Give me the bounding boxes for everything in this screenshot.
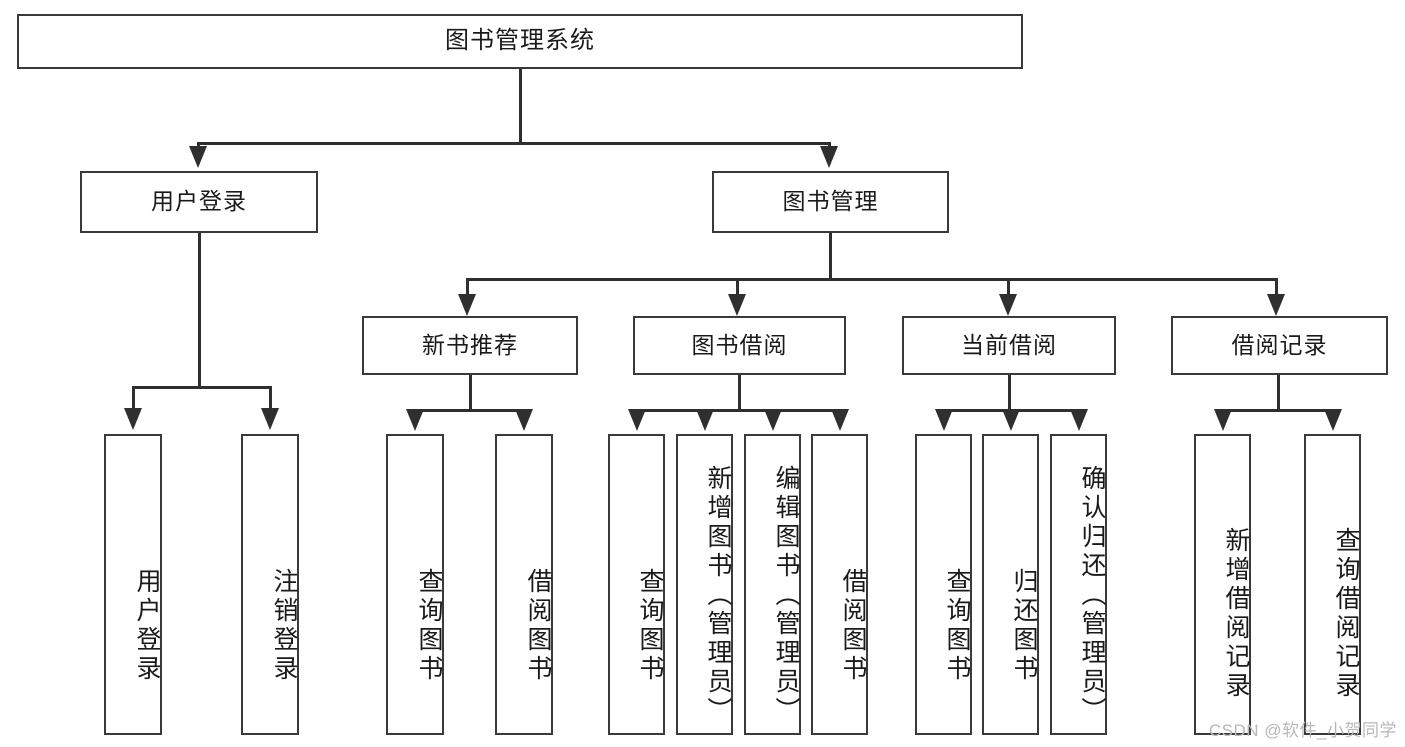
connector-user-login-right-drop xyxy=(269,386,272,410)
connector-bm-drop-3 xyxy=(1007,278,1010,302)
csdn-watermark: CSDN @软件_小贺同学 xyxy=(1208,721,1397,740)
connector-user-login-drop xyxy=(198,233,201,388)
connector-root-bar xyxy=(197,142,830,145)
arrowhead-to-leaf-confirm-return xyxy=(1070,409,1088,431)
arrowhead-to-leaf-query-book-1 xyxy=(406,409,424,431)
arrowhead-to-book-management xyxy=(820,146,838,168)
connector-bm-drop-1 xyxy=(466,278,469,302)
leaf-query-book-recommend[interactable]: 查询图书 xyxy=(386,434,444,735)
leaf-confirm-return-admin[interactable]: 确认归还（管理员） xyxy=(1050,434,1107,735)
arrowhead-to-leaf-query-record xyxy=(1324,409,1342,431)
arrowhead-to-leaf-logout xyxy=(261,408,279,430)
connector-br-drop xyxy=(1277,375,1280,411)
connector-book-management-bar xyxy=(466,278,1277,281)
leaf-return-book[interactable]: 归还图书 xyxy=(982,434,1039,735)
connector-user-login-bar xyxy=(132,386,272,389)
connector-user-login-left-drop xyxy=(132,386,135,410)
connector-cb-drop xyxy=(1008,375,1011,411)
node-book-borrow[interactable]: 图书借阅 xyxy=(633,316,846,375)
node-user-login[interactable]: 用户登录 xyxy=(80,171,318,233)
leaf-add-book-admin[interactable]: 新增图书（管理员） xyxy=(676,434,733,735)
arrowhead-to-leaf-query-book-3 xyxy=(935,409,953,431)
leaf-query-book-current[interactable]: 查询图书 xyxy=(915,434,972,735)
arrowhead-to-user-login xyxy=(189,146,207,168)
arrowhead-to-current-borrow xyxy=(999,294,1017,316)
arrowhead-to-book-borrow xyxy=(728,294,746,316)
connector-book-management-drop xyxy=(829,233,832,280)
leaf-query-borrow-record[interactable]: 查询借阅记录 xyxy=(1304,434,1361,735)
arrowhead-to-borrow-record xyxy=(1267,294,1285,316)
leaf-user-login[interactable]: 用户登录 xyxy=(104,434,162,735)
arrowhead-to-leaf-edit-book xyxy=(764,409,782,431)
arrowhead-to-leaf-user-login xyxy=(124,408,142,430)
arrowhead-to-leaf-borrow-book-1 xyxy=(515,409,533,431)
leaf-logout-login[interactable]: 注销登录 xyxy=(241,434,299,735)
connector-br-bar xyxy=(1222,409,1335,412)
node-borrow-record[interactable]: 借阅记录 xyxy=(1171,316,1388,375)
node-new-book-recommend[interactable]: 新书推荐 xyxy=(362,316,578,375)
leaf-edit-book-admin[interactable]: 编辑图书（管理员） xyxy=(744,434,801,735)
connector-bm-drop-2 xyxy=(736,278,739,302)
arrowhead-to-leaf-return-book xyxy=(1002,409,1020,431)
connector-root-drop xyxy=(519,69,522,144)
arrowhead-to-leaf-add-record xyxy=(1214,409,1232,431)
leaf-borrow-book-borrow[interactable]: 借阅图书 xyxy=(811,434,868,735)
connector-bb-drop xyxy=(738,375,741,411)
connector-bb-bar xyxy=(636,409,842,412)
node-root-book-management-system[interactable]: 图书管理系统 xyxy=(17,14,1023,69)
leaf-borrow-book-recommend[interactable]: 借阅图书 xyxy=(495,434,553,735)
arrowhead-to-leaf-add-book xyxy=(696,409,714,431)
arrowhead-to-leaf-borrow-book-2 xyxy=(831,409,849,431)
leaf-query-book-borrow[interactable]: 查询图书 xyxy=(608,434,665,735)
node-book-management[interactable]: 图书管理 xyxy=(712,171,949,233)
leaf-add-borrow-record[interactable]: 新增借阅记录 xyxy=(1194,434,1251,735)
connector-nbr-bar xyxy=(414,409,526,412)
arrowhead-to-new-book-recommend xyxy=(458,294,476,316)
connector-bm-drop-4 xyxy=(1275,278,1278,302)
connector-nbr-drop xyxy=(469,375,472,411)
arrowhead-to-leaf-query-book-2 xyxy=(628,409,646,431)
node-current-borrow[interactable]: 当前借阅 xyxy=(902,316,1116,375)
